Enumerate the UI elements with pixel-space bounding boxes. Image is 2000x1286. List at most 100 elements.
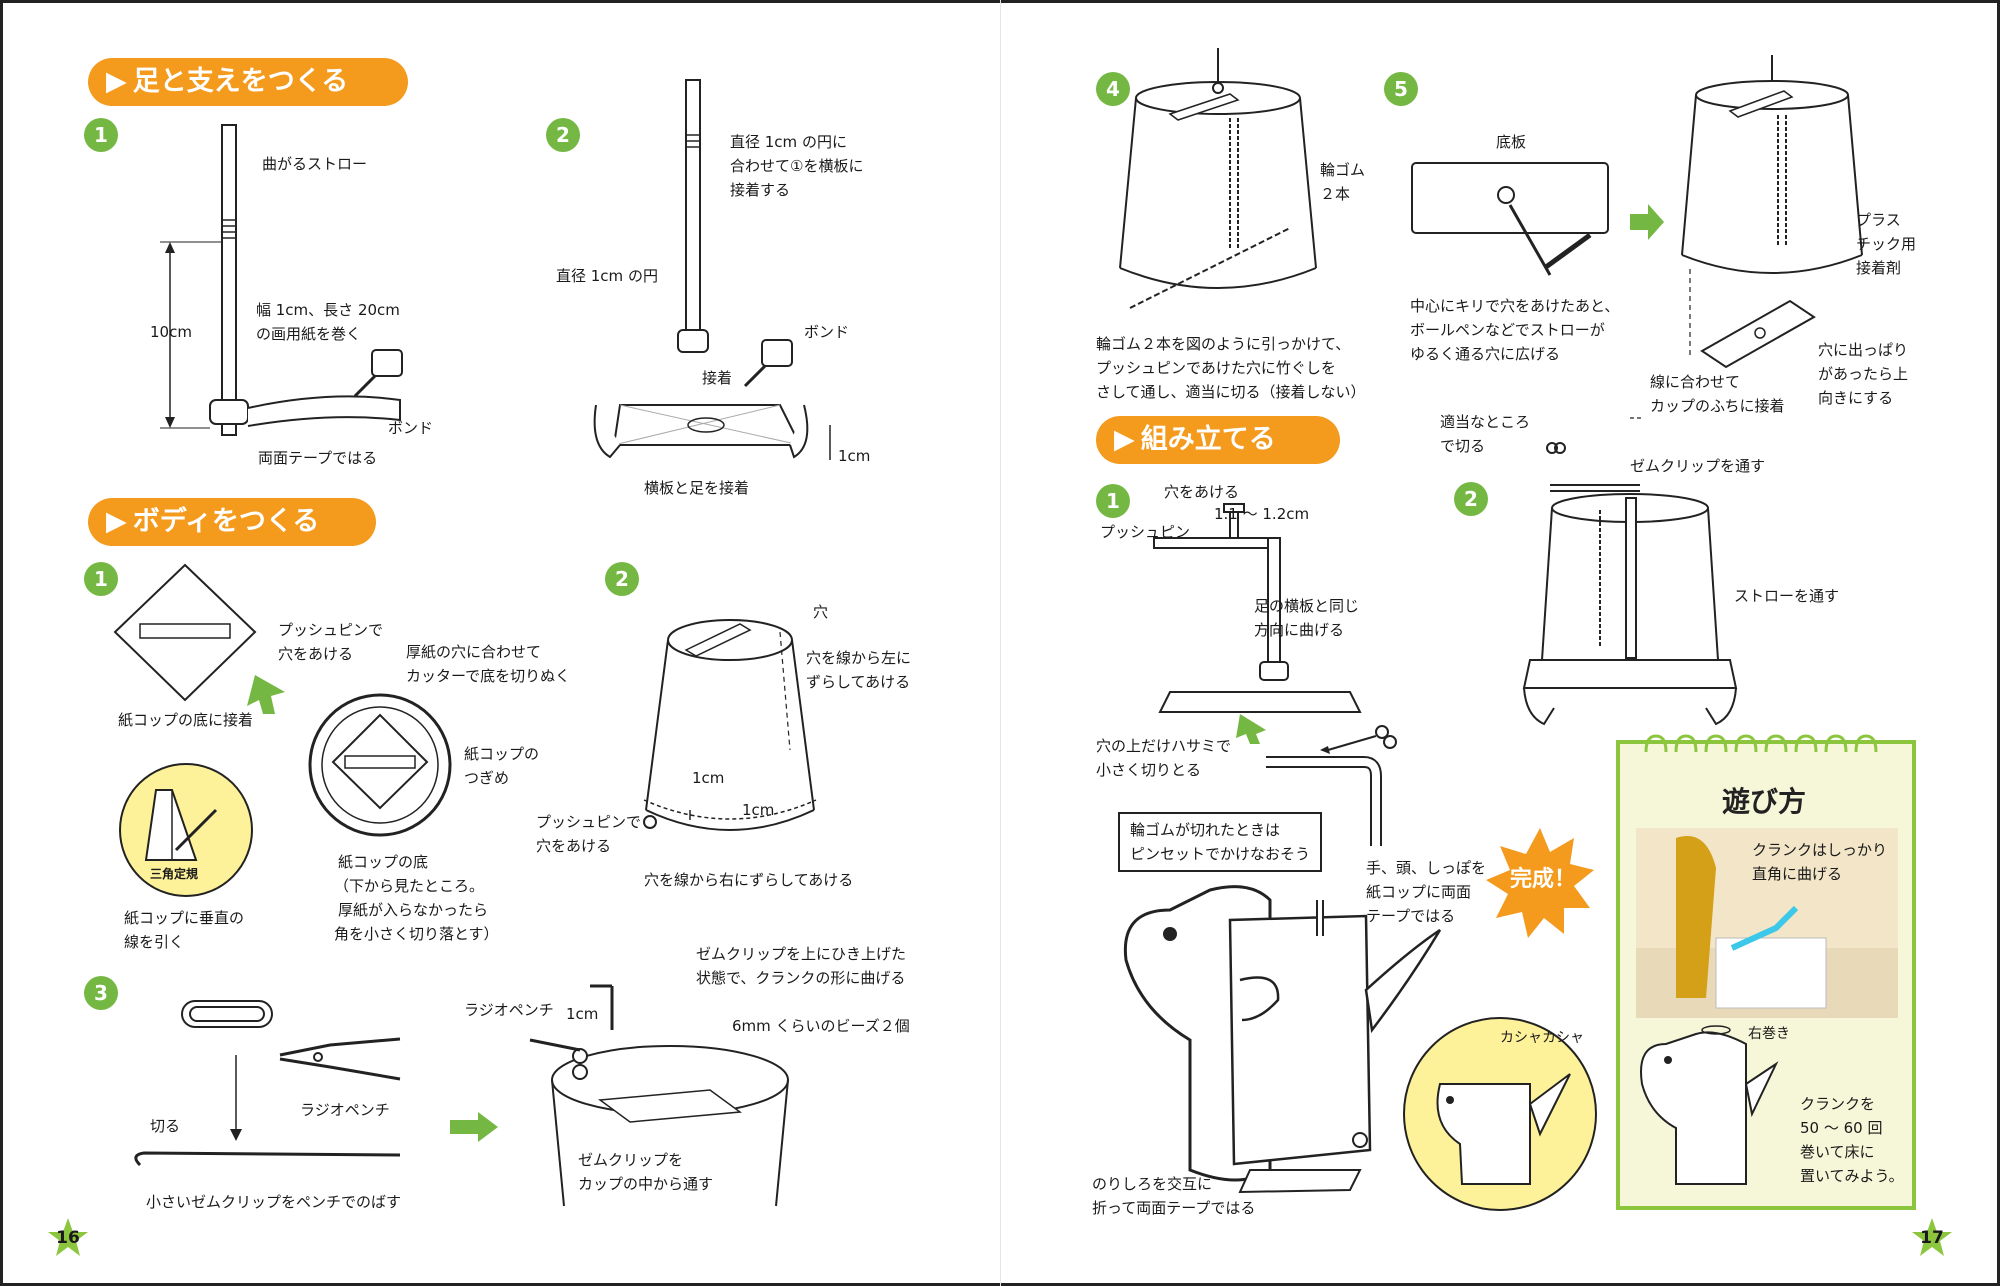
clip-crank-diagram bbox=[520, 970, 810, 1210]
label: カッターで底を切りぬく bbox=[406, 667, 571, 685]
step-number: 2 bbox=[546, 118, 580, 152]
label: 線に合わせて bbox=[1650, 373, 1741, 391]
label: チック用 bbox=[1856, 235, 1917, 253]
label: 方向に曲げる bbox=[1254, 621, 1345, 639]
label: 穴をあける bbox=[278, 645, 354, 663]
section-title-body: ▶ボディをつくる bbox=[88, 498, 376, 546]
moving-toy-illustration bbox=[1400, 1014, 1600, 1214]
label: 幅 1cm、長さ 20cm bbox=[256, 301, 400, 319]
label: 適当なところ bbox=[1440, 413, 1531, 431]
label: 1.1 ～ 1.2cm bbox=[1214, 505, 1310, 523]
label: 穴 bbox=[813, 603, 829, 621]
label: 1cm bbox=[742, 801, 775, 819]
section-title-assemble: ▶組み立てる bbox=[1096, 416, 1340, 464]
step-number: 2 bbox=[1454, 482, 1488, 516]
label: プッシュピンで bbox=[536, 813, 642, 831]
label: 穴を線から左に bbox=[806, 649, 912, 667]
label: 直角に曲げる bbox=[1752, 865, 1843, 883]
label: 紙コップに両面 bbox=[1366, 883, 1472, 901]
crank-photo-illustration bbox=[1636, 836, 1898, 1018]
label: カップのふちに接着 bbox=[1650, 397, 1785, 415]
label: 巻いて床に bbox=[1800, 1143, 1875, 1161]
step-number: 4 bbox=[1096, 72, 1130, 106]
tip-note: 輪ゴムが切れたときは ピンセットでかけなおそう bbox=[1118, 812, 1323, 872]
label: 底板 bbox=[1496, 133, 1527, 151]
label: 足の横板と同じ bbox=[1254, 597, 1360, 615]
complete-label: 完成！ bbox=[1510, 867, 1577, 892]
burst-icon bbox=[1486, 828, 1594, 938]
step-number: 2 bbox=[605, 562, 639, 596]
green-arrow-icon bbox=[247, 675, 285, 714]
section-title-legs: ▶足と支えをつくる bbox=[88, 58, 408, 106]
star-icon bbox=[48, 1218, 88, 1256]
crank-straw-diagram bbox=[1150, 502, 1310, 712]
label: 小さく切りとる bbox=[1096, 761, 1202, 779]
label: があったら上 bbox=[1818, 365, 1909, 383]
label: ゼムクリップを通す bbox=[1630, 457, 1766, 475]
label: 接着剤 bbox=[1856, 259, 1902, 277]
label: プッシュピン bbox=[1100, 523, 1191, 541]
rotate-toy-illustration bbox=[1636, 1024, 1786, 1194]
label: のりしろを交互に bbox=[1092, 1175, 1213, 1193]
label: 厚紙が入らなかったら bbox=[338, 901, 489, 919]
label: 紙コップの bbox=[464, 745, 540, 763]
label: 紙コップの底 bbox=[338, 853, 429, 871]
label: 直径 1cm の円 bbox=[556, 267, 658, 285]
step-number: 1 bbox=[1096, 484, 1130, 518]
label: 合わせて①を横板に bbox=[730, 157, 864, 175]
paper-cup-diagram bbox=[630, 610, 830, 850]
triangle-icon: ▶ bbox=[106, 66, 127, 97]
step-number: 1 bbox=[84, 118, 118, 152]
label: ２本 bbox=[1320, 185, 1351, 203]
spiral-binding bbox=[1640, 732, 1890, 772]
label: 50 ～ 60 回 bbox=[1800, 1119, 1883, 1137]
stand-diagram bbox=[590, 75, 870, 475]
label: 右巻き bbox=[1748, 1026, 1790, 1042]
cup-bottom-diagram bbox=[305, 690, 455, 840]
label: カシャカシャ bbox=[1500, 1030, 1584, 1046]
label: 向きにする bbox=[1818, 389, 1894, 407]
step-number: 1 bbox=[84, 562, 118, 596]
label: ずらしてあける bbox=[806, 673, 911, 691]
label: 線を引く bbox=[124, 933, 185, 951]
label: ストローを通す bbox=[1734, 587, 1840, 605]
label: 輪ゴム２本を図のように引っかけて、 bbox=[1096, 335, 1351, 353]
label: テープではる bbox=[1366, 907, 1456, 925]
label: 穴をあける bbox=[1164, 483, 1240, 501]
cup-rubber-band-diagram bbox=[1110, 48, 1330, 308]
diamond-cardboard-diagram bbox=[110, 560, 260, 710]
label: プッシュピンであけた穴に竹ぐしを bbox=[1096, 359, 1336, 377]
label: 穴をあける bbox=[536, 837, 612, 855]
step-number: 3 bbox=[84, 976, 118, 1010]
label: ゼムクリップを bbox=[578, 1151, 684, 1169]
label: 置いてみよう。 bbox=[1800, 1167, 1904, 1185]
label: 三角定規 bbox=[150, 867, 199, 881]
label: ボンド bbox=[388, 419, 434, 437]
label: （下から見たところ。 bbox=[334, 877, 485, 895]
label: さして通し、適当に切る（接着しない） bbox=[1096, 383, 1366, 401]
label: 切る bbox=[150, 1117, 181, 1135]
triangle-icon: ▶ bbox=[1114, 424, 1135, 455]
bottom-board-diagram bbox=[1410, 155, 1610, 285]
label: 紙コップに垂直の bbox=[124, 909, 245, 927]
label: 1cm bbox=[838, 447, 871, 465]
label: 接着 bbox=[702, 369, 733, 387]
label: 1cm bbox=[692, 769, 725, 787]
label: 角を小さく切り落とす） bbox=[334, 925, 499, 943]
label: 手、頭、しっぽを bbox=[1366, 859, 1487, 877]
cup-board-diagram bbox=[1680, 55, 1860, 385]
label: プッシュピンで bbox=[278, 621, 384, 639]
label: 小さいゼムクリップをペンチでのばす bbox=[146, 1193, 402, 1211]
label: 直径 1cm の円に bbox=[730, 133, 847, 151]
label: 中心にキリで穴をあけたあと、 bbox=[1410, 297, 1620, 315]
triangle-ruler-diagram bbox=[116, 760, 256, 900]
label: ボールペンなどでストローが bbox=[1410, 321, 1605, 339]
page-number: 17 bbox=[1920, 1228, 1944, 1248]
green-arrow-icon bbox=[1630, 204, 1664, 240]
label: クランクを bbox=[1800, 1095, 1876, 1113]
label: ボンド bbox=[804, 323, 850, 341]
crank-photo bbox=[1636, 828, 1898, 1018]
label: ラジオペンチ bbox=[464, 1001, 554, 1019]
step-number: 5 bbox=[1384, 72, 1418, 106]
straw-cut-diagram bbox=[1264, 720, 1404, 850]
